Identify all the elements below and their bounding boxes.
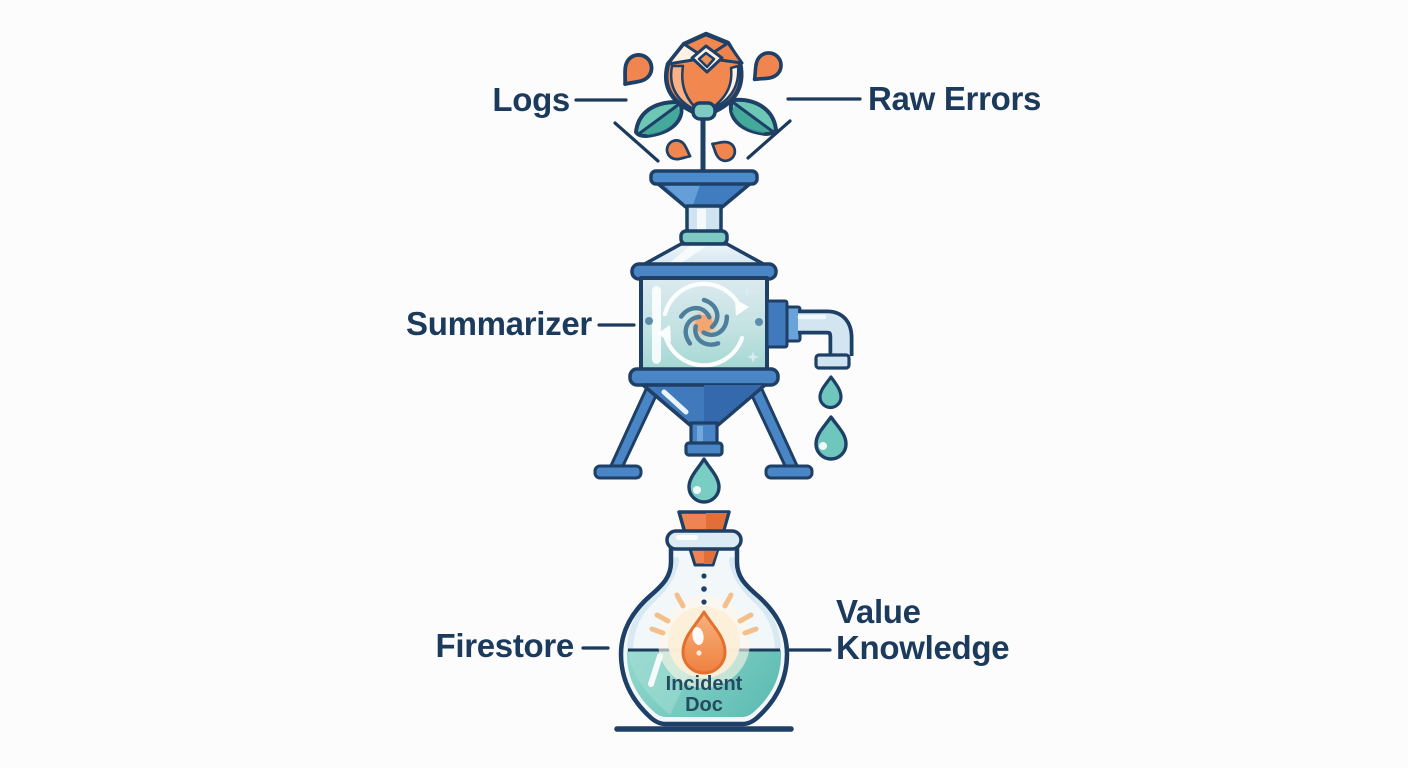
intake-funnel-icon: [649, 169, 759, 246]
label-incident-doc: Incident Doc: [665, 673, 743, 716]
rose-calyx: [691, 101, 717, 121]
chamber-dot: [755, 318, 763, 326]
motion-line-right: [746, 119, 792, 160]
label-firestore: Firestore: [435, 627, 574, 664]
rose-icon: [663, 31, 744, 121]
droplets: [687, 375, 848, 504]
machine-legs: [593, 383, 814, 480]
falling-petal-icon: [662, 135, 696, 167]
label-raw-errors: Raw Errors: [868, 80, 1042, 117]
droplet-icon: [814, 415, 848, 461]
output-spout-icon: [765, 299, 854, 370]
falling-petal-icon: [706, 134, 740, 166]
machine-cone: [641, 383, 767, 457]
droplet-icon: [687, 457, 721, 504]
label-value-knowledge: Value Knowledge: [836, 593, 1010, 666]
summarizer-machine-icon: [593, 169, 854, 480]
rose-group: [613, 31, 788, 179]
vortex-swirl-icon: [678, 297, 730, 347]
leaf-icon: [728, 97, 778, 136]
machine-bottom-band: [628, 367, 780, 387]
motion-line-left: [613, 121, 660, 163]
knowledge-bottle-icon: [614, 510, 794, 732]
cork-stopper-icon: [665, 510, 743, 567]
falling-petal-icon: [744, 46, 788, 90]
drip-dotted-line: [701, 573, 707, 605]
leaf-icon: [634, 99, 684, 138]
cycle-arrows-icon: [657, 281, 749, 368]
glowing-essence-drop-icon: [681, 610, 727, 675]
falling-petal-icon: [613, 47, 659, 95]
label-logs: Logs: [492, 81, 570, 118]
chamber-dot: [645, 317, 653, 325]
droplet-icon: [818, 375, 843, 410]
label-summarizer: Summarizer: [406, 305, 592, 342]
bottle-lip: [665, 529, 743, 551]
